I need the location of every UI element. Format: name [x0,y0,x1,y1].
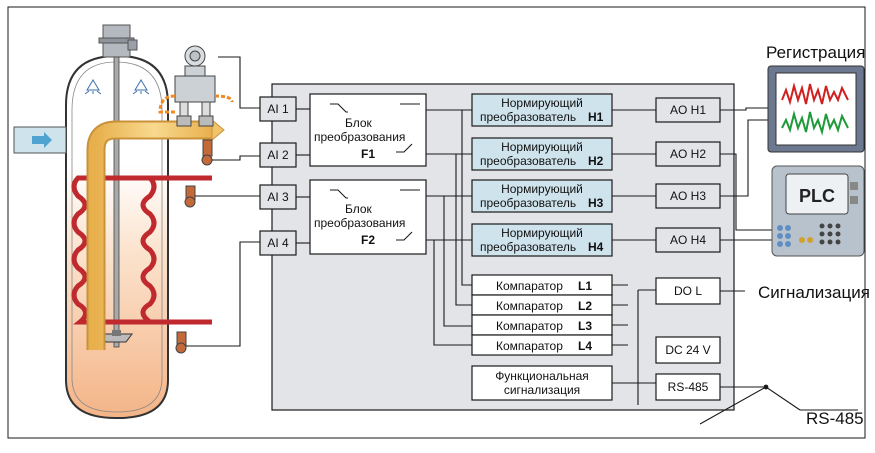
rs485-bus-label: RS-485 [806,409,864,428]
converter-label: преобразования [314,216,405,230]
power-dc: DC 24 V [655,336,721,364]
registration-title: Регистрация [766,43,865,62]
normalizer-label: Нормирующий [501,140,583,154]
wire-ai1 [218,56,260,109]
comparator-label: Компаратор [496,299,563,313]
normalizer-label: преобразователь [480,110,576,124]
heating-coil [71,175,200,325]
functional-signaling: Функциональная сигнализация [471,365,613,401]
normalizer-label: Нормирующий [501,182,583,196]
converter-block-f1: Блок преобразования F1 [309,93,427,167]
process-pipe [86,118,225,350]
normalizer-h3: Нормирующий преобразователь H3 [471,179,613,213]
comparator-label: Компаратор [496,279,563,293]
normalizer-h2: Нормирующий преобразователь H2 [471,137,613,171]
plc-label: PLC [799,186,835,206]
temperature-sensor-icon [175,139,213,354]
normalizer-h4: Нормирующий преобразователь H4 [471,223,613,257]
inlet-nozzle [13,126,67,154]
comparator-id: L1 [578,279,592,293]
normalizer-id: H3 [588,196,604,210]
converter-id: F1 [361,147,375,161]
do-label: DO L [674,284,702,298]
normalizer-id: H1 [588,110,604,124]
functional-signal-label: Функциональная [495,369,589,383]
dc-label: DC 24 V [665,343,710,357]
ao-output-label: AO H1 [670,103,706,117]
normalizer-id: H2 [588,154,604,168]
ao-output-label: AO H3 [670,189,706,203]
digital-output-do: DO L [655,277,721,305]
converter-id: F2 [361,233,375,247]
normalizer-label: преобразователь [480,240,576,254]
normalizer-label: Нормирующий [501,226,583,240]
pressure-transmitter [174,45,216,127]
ai-input-label: AI 3 [267,190,289,204]
rs485-port: RS-485 [655,373,721,401]
converter-block-f2: Блок преобразования F2 [309,179,427,255]
comparator-id: L2 [578,299,592,313]
plc-panel: PLC [771,165,865,257]
converter-label: преобразования [314,130,405,144]
signaling-title: Сигнализация [758,283,870,302]
wire-ai4 [186,241,260,347]
motor [98,24,138,58]
converter-label: Блок [345,116,373,130]
comparator-id: L3 [578,319,592,333]
recorder-monitor [767,65,865,153]
diagram-frame [7,6,866,439]
normalizer-label: преобразователь [480,196,576,210]
ai-inputs: AI 1 AI 2 AI 3 AI 4 [259,96,297,256]
comparators: Компаратор L1 Компаратор L2 Компаратор L… [471,274,613,356]
normalizer-label: Нормирующий [501,96,583,110]
ao-output-label: AO H4 [670,233,706,247]
impulse-line [214,94,234,103]
converter-label: Блок [345,202,373,216]
lamp-icon [84,79,150,95]
comparator-label: Компаратор [496,319,563,333]
wire-ai2 [212,155,260,161]
ai-input-label: AI 2 [267,148,289,162]
normalizer-label: преобразователь [480,154,576,168]
ai-input-label: AI 4 [267,236,289,250]
ai-input-label: AI 1 [267,102,289,116]
normalizer-h1: Нормирующий преобразователь H1 [471,93,613,127]
comparator-label: Компаратор [496,339,563,353]
comparator-id: L4 [578,339,592,353]
rs485-label: RS-485 [668,380,709,394]
normalizer-id: H4 [588,240,604,254]
stirrer [99,56,133,348]
impulse-line [158,94,176,114]
functional-signal-label: сигнализация [504,383,580,397]
ao-output-label: AO H2 [670,147,706,161]
